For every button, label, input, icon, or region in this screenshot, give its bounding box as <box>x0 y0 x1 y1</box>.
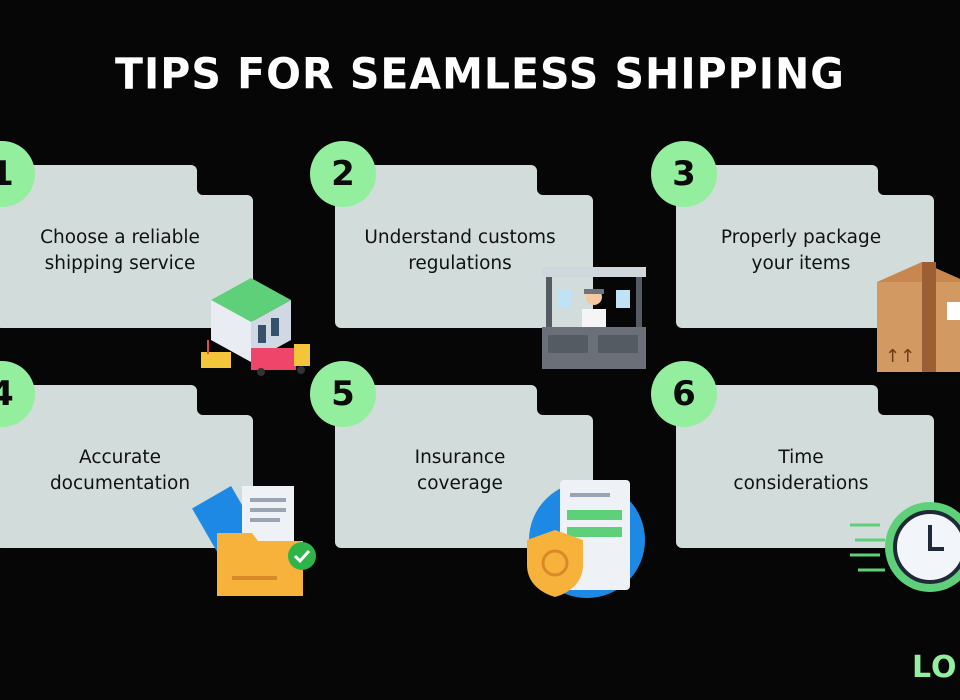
tip-line-2: documentation <box>49 473 191 494</box>
card-background <box>676 165 934 328</box>
card-background <box>335 385 593 548</box>
tip-line-1: Properly package <box>720 227 882 248</box>
insurance-shield-document-icon <box>525 475 650 604</box>
card-background <box>0 165 253 328</box>
tip-text: Insurance coverage <box>335 445 585 497</box>
tip-text: Properly package your items <box>676 225 926 277</box>
step-number-badge: 5 <box>310 361 376 427</box>
tip-line-1: Time <box>778 447 824 468</box>
clock-icon <box>850 495 960 604</box>
cardboard-box-icon: ↑↑ <box>877 262 960 381</box>
step-number-badge: 3 <box>651 141 717 207</box>
tip-text: Accurate documentation <box>0 445 245 497</box>
step-number-badge: 2 <box>310 141 376 207</box>
card-background <box>676 385 934 548</box>
svg-text:↑↑: ↑↑ <box>885 346 915 367</box>
tip-card-4: Accurate documentation <box>0 385 253 548</box>
tip-line-1: Understand customs <box>364 227 556 248</box>
tip-card-3: Properly package your items <box>676 165 934 328</box>
tip-line-1: Accurate <box>79 447 161 468</box>
page-title: TIPS FOR SEAMLESS SHIPPING <box>115 48 845 100</box>
tip-line-2: regulations <box>408 253 512 274</box>
tip-card-5: Insurance coverage <box>335 385 593 548</box>
tip-text: Understand customs regulations <box>335 225 585 277</box>
logo-text: LO <box>912 650 958 685</box>
tip-line-2: shipping service <box>44 253 196 274</box>
tip-line-2: considerations <box>733 473 869 494</box>
step-number-badge: 6 <box>651 361 717 427</box>
tip-line-1: Choose a reliable <box>40 227 200 248</box>
tip-text: Time considerations <box>676 445 926 497</box>
tip-card-2: Understand customs regulations <box>335 165 593 328</box>
tip-line-2: your items <box>751 253 851 274</box>
tip-line-2: coverage <box>417 473 503 494</box>
warehouse-truck-icon <box>196 270 316 394</box>
brand-logo: LO <box>912 650 958 685</box>
card-background <box>335 165 593 328</box>
card-background <box>0 385 253 548</box>
customs-booth-icon <box>540 265 650 379</box>
tip-line-1: Insurance <box>414 447 506 468</box>
tip-text: Choose a reliable shipping service <box>0 225 245 277</box>
document-folder-check-icon <box>192 478 322 602</box>
tip-card-1: Choose a reliable shipping service <box>0 165 253 328</box>
tip-card-6: Time considerations <box>676 385 934 548</box>
